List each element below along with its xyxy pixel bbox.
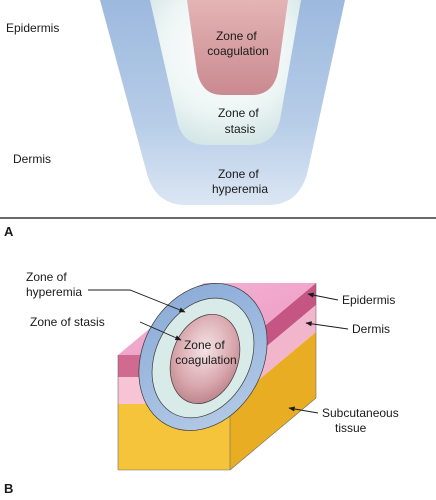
b-coagulation-label: Zone of coagulation bbox=[175, 338, 236, 367]
b-epidermis-label: Epidermis bbox=[342, 293, 395, 307]
coagulation-label: Zone of coagulation bbox=[207, 29, 268, 58]
subcutaneous-arrow bbox=[288, 406, 319, 414]
pointer-arrows bbox=[88, 289, 349, 414]
b-stasis-label: Zone of stasis bbox=[30, 315, 105, 329]
epidermis-arrow bbox=[307, 292, 339, 301]
panel-b-letter: B bbox=[4, 481, 13, 496]
b-subcutaneous-label: Subcutaneous tissue bbox=[322, 406, 402, 435]
zone-of-coagulation-oval bbox=[169, 313, 241, 405]
b-dermis-label: Dermis bbox=[352, 322, 390, 336]
panel-b: Zone of hyperemia Zone of stasis Zone of… bbox=[4, 270, 402, 496]
stasis-arrow bbox=[139, 321, 182, 341]
panel-a: Epidermis Dermis Zone of coagulation Zon… bbox=[0, 0, 436, 239]
dermis-label: Dermis bbox=[13, 152, 51, 166]
hyperemia-label: Zone of hyperemia bbox=[212, 167, 268, 196]
zone-of-coagulation-region bbox=[187, 0, 288, 95]
b-hyperemia-label: Zone of hyperemia bbox=[26, 270, 82, 299]
epidermis-label: Epidermis bbox=[6, 21, 59, 35]
dermis-arrow bbox=[305, 321, 349, 330]
side-subcutaneous-face bbox=[230, 332, 316, 470]
hyperemia-arrow bbox=[88, 289, 186, 313]
stasis-label: Zone of stasis bbox=[218, 106, 262, 136]
panel-a-letter: A bbox=[4, 224, 14, 239]
